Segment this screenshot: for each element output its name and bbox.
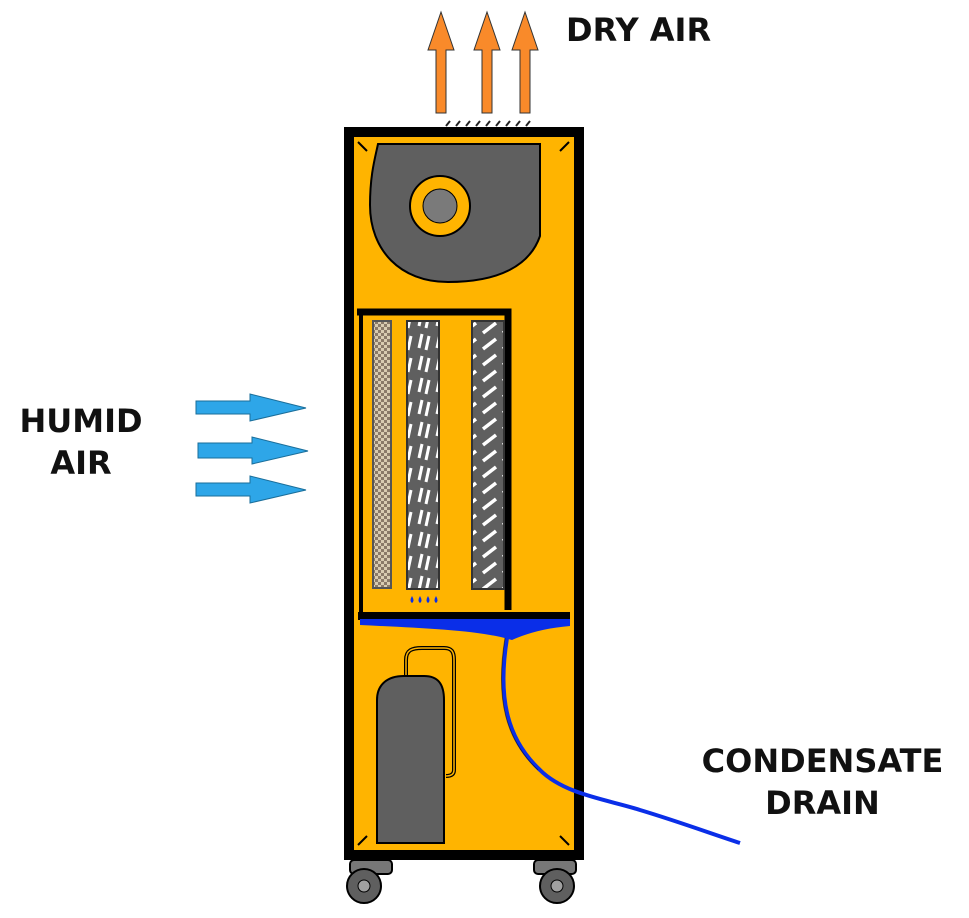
condensate-drops bbox=[410, 596, 438, 603]
dry-air-arrows bbox=[427, 10, 539, 127]
compressor-pipe-inner bbox=[405, 647, 455, 777]
dry-air-arrow-2 bbox=[473, 10, 501, 114]
condensate-drain-hose bbox=[501, 637, 741, 845]
humid-air-label-line2: AIR bbox=[50, 444, 112, 482]
condensate-drain-label: CONDENSATE DRAIN bbox=[690, 740, 955, 824]
condensate-drain-label-line1: CONDENSATE bbox=[701, 742, 944, 780]
drip-tray bbox=[358, 612, 570, 640]
drip-tray-base bbox=[358, 612, 570, 620]
dry-air-label: DRY AIR bbox=[566, 11, 712, 49]
humid-air-arrow-2 bbox=[197, 436, 309, 465]
compressor bbox=[376, 646, 456, 844]
humid-air-arrows bbox=[195, 393, 309, 504]
air-filter bbox=[372, 320, 392, 589]
compressor-body bbox=[376, 675, 445, 844]
blower-fan bbox=[368, 143, 541, 284]
casing-corner-marks bbox=[357, 141, 570, 846]
humid-air-label-line1: HUMID bbox=[19, 402, 143, 440]
caster-right bbox=[533, 859, 577, 904]
evaporator-coil bbox=[406, 320, 440, 590]
humid-air-arrow-1 bbox=[195, 393, 307, 422]
drain-hose-outline bbox=[500, 637, 539, 771]
dry-air-arrow-1 bbox=[427, 10, 455, 114]
fan-motor-hub bbox=[422, 188, 458, 224]
coil-chamber bbox=[357, 308, 512, 612]
coil-chamber-partition bbox=[357, 308, 512, 610]
dry-air-arrow-3 bbox=[511, 10, 539, 114]
exhaust-grille bbox=[445, 120, 531, 127]
caster-left bbox=[346, 859, 393, 904]
humid-air-label: HUMID AIR bbox=[6, 400, 156, 484]
humid-air-arrow-3 bbox=[195, 475, 307, 504]
condenser-coil bbox=[471, 320, 505, 590]
collected-water bbox=[360, 619, 570, 640]
condensate-drain-label-line2: DRAIN bbox=[765, 784, 880, 822]
casters bbox=[346, 859, 577, 904]
